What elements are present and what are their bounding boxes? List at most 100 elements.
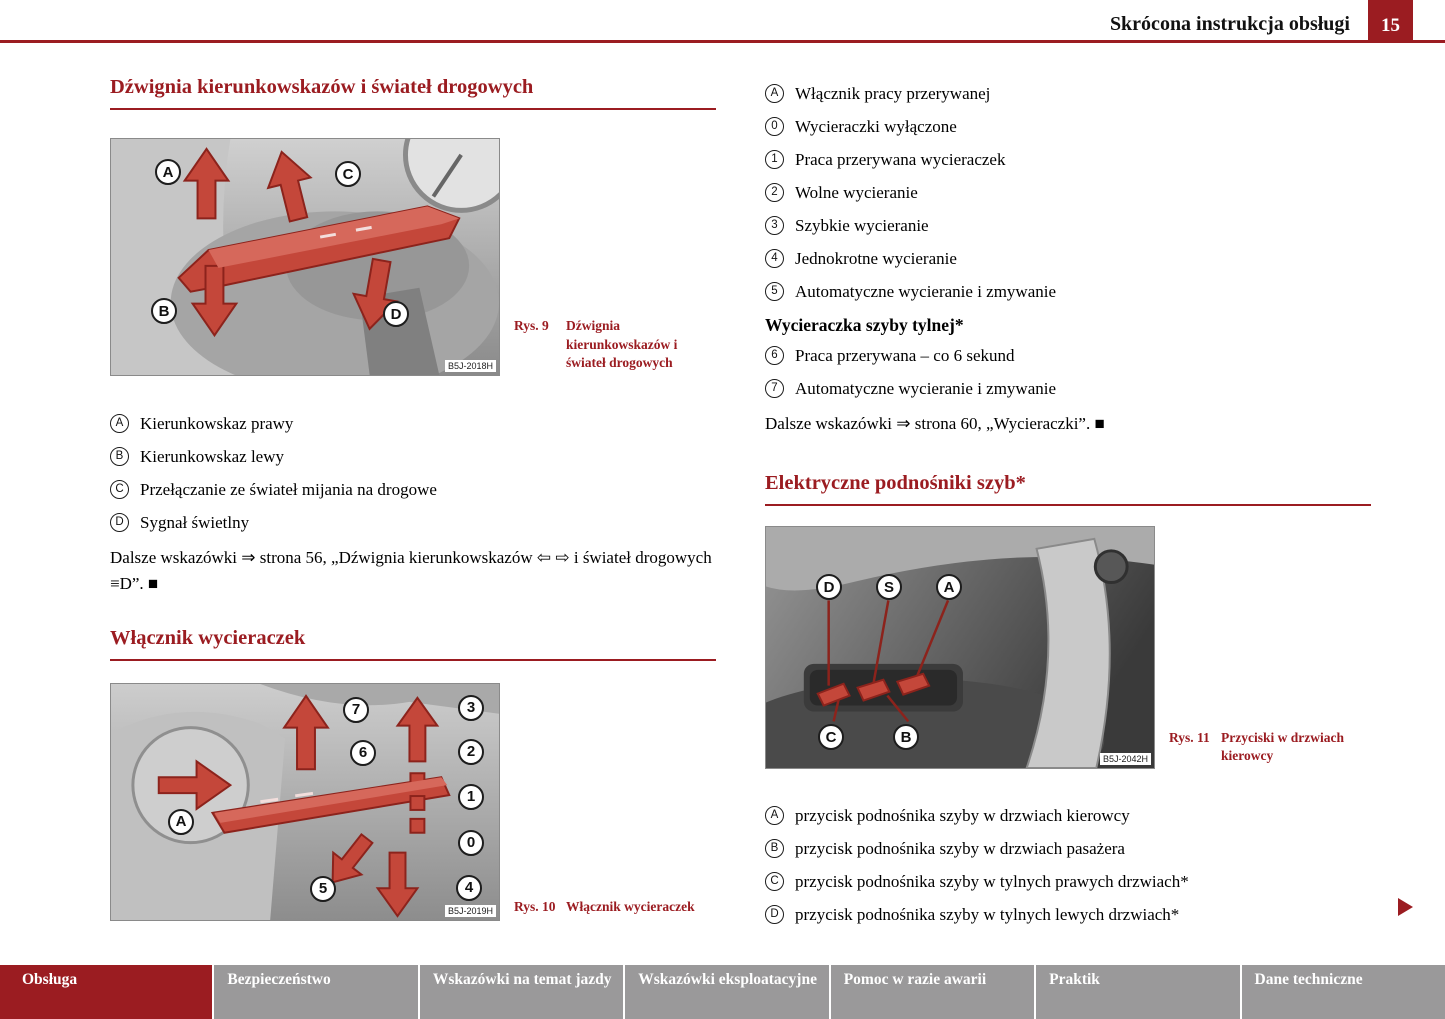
figure-10-image: 7 6 A 5 3 2 1 0 4 B5J-2019H	[110, 682, 500, 921]
key-marker: A	[765, 84, 784, 103]
figure-label-5: 5	[310, 875, 336, 902]
figure-10-caption: Rys. 10 Włącznik wycieraczek	[514, 898, 714, 916]
figure-11: D S A C B B5J-2042H Rys. 11 Przyciski w …	[765, 526, 1371, 770]
header-title: Skrócona instrukcja obsługi	[1109, 13, 1350, 35]
key-marker: 1	[765, 150, 784, 169]
footer-tab-obsluga: Obsługa	[0, 965, 213, 1019]
rear-wiper-heading: Wycieraczka szyby tylnej*	[765, 315, 964, 335]
key-text: Kierunkowskaz prawy	[140, 414, 294, 433]
next-page-arrow-icon	[1398, 898, 1413, 916]
left-column: Dźwignia kierunkowskazów i świateł drogo…	[110, 75, 716, 921]
list-item: B przycisk podnośnika szyby w drzwiach p…	[765, 838, 1371, 859]
figure-label-0: 0	[458, 829, 484, 856]
header-rule	[0, 40, 1445, 43]
figure-label-c: C	[818, 724, 844, 751]
cross-reference-note-wipers: Dalsze wskazówki ⇒ strona 60, „Wycieracz…	[765, 414, 1105, 433]
figure-label-b: B	[893, 724, 919, 751]
key-text: Szybkie wycieranie	[795, 216, 929, 235]
figure-label-c: C	[335, 161, 361, 187]
rear-wiper-list: 6 Praca przerywana – co 6 sekund 7 Autom…	[765, 345, 1371, 399]
figure-caption-text: Włącznik wycieraczek	[566, 899, 695, 915]
footer-tab-praktik: Praktik	[1036, 965, 1240, 1019]
list-item: A Włącznik pracy przerywanej	[765, 83, 1371, 104]
section-title-wiper-switch: Włącznik wycieraczek	[110, 626, 716, 661]
key-marker: C	[110, 480, 129, 499]
figure-label-2: 2	[458, 738, 484, 765]
list-item: D Sygnał świetlny	[110, 512, 716, 533]
footer-tab-dane-techniczne: Dane techniczne	[1241, 965, 1445, 1019]
figure-label-1: 1	[458, 783, 484, 810]
key-marker: 6	[765, 346, 784, 365]
cross-reference-note-turn-signal: Dalsze wskazówki ⇒ strona 56, „Dźwignia …	[110, 548, 712, 594]
footer-tab-bezpieczenstwo: Bezpieczeństwo	[214, 965, 418, 1019]
figure-label-d: D	[816, 574, 842, 601]
figure-11-caption: Rys. 11 Przyciski w drzwiach kierowcy	[1169, 729, 1369, 765]
key-marker: 5	[765, 282, 784, 301]
figure-label-d: D	[383, 301, 409, 327]
key-text: Przełączanie ze świateł mijania na drogo…	[140, 480, 437, 499]
key-marker: 0	[765, 117, 784, 136]
key-marker: 2	[765, 183, 784, 202]
figure-label-a: A	[155, 159, 181, 185]
figure-label-3: 3	[458, 694, 484, 721]
figure-11-image: D S A C B B5J-2042H	[765, 526, 1155, 770]
figure-caption-text: Przyciski w drzwiach kierowcy	[1221, 729, 1344, 764]
list-item: A Kierunkowskaz prawy	[110, 413, 716, 434]
figure-label-7: 7	[343, 696, 369, 723]
figure-code: B5J-2042H	[1099, 753, 1151, 766]
figure-9-image: A C B D B5J-2018H	[110, 138, 500, 376]
list-item: 4 Jednokrotne wycieranie	[765, 248, 1371, 269]
key-marker: D	[110, 513, 129, 532]
page-number-badge: 15	[1368, 0, 1413, 40]
figure-10: 7 6 A 5 3 2 1 0 4 B5J-2019H Rys. 10 Włąc…	[110, 682, 716, 921]
key-marker: B	[110, 447, 129, 466]
wiper-switch-illustration	[111, 683, 499, 920]
key-text: Automatyczne wycieranie i zmywanie	[795, 282, 1057, 301]
key-text: Wycieraczki wyłączone	[795, 117, 957, 136]
figure-label-s: S	[876, 574, 902, 601]
key-marker: D	[765, 905, 784, 925]
figure-label-a: A	[936, 574, 962, 601]
key-text: Sygnał świetlny	[140, 513, 250, 532]
figure-caption-label: Rys. 10	[514, 899, 556, 915]
figure-label-b: B	[151, 298, 177, 324]
figure-9-caption: Rys. 9 Dźwignia kierunkowskazów i świate…	[514, 317, 714, 372]
list-item: 1 Praca przerywana wycieraczek	[765, 149, 1371, 170]
window-buttons-list: A przycisk podnośnika szyby w drzwiach k…	[765, 805, 1371, 925]
key-text: Praca przerywana – co 6 sekund	[795, 346, 1015, 365]
list-item: 5 Automatyczne wycieranie i zmywanie	[765, 281, 1371, 302]
right-column: A Włącznik pracy przerywanej 0 Wycieracz…	[765, 75, 1371, 937]
list-item: D przycisk podnośnika szyby w tylnych le…	[765, 904, 1371, 925]
figure-caption-text: Dźwignia kierunkowskazów i świateł drogo…	[566, 318, 678, 370]
figure-code: B5J-2018H	[444, 360, 496, 372]
list-item: 3 Szybkie wycieranie	[765, 215, 1371, 236]
key-marker: B	[765, 839, 784, 859]
key-text: Jednokrotne wycieranie	[795, 249, 957, 268]
list-item: 7 Automatyczne wycieranie i zmywanie	[765, 378, 1371, 399]
list-item: 2 Wolne wycieranie	[765, 182, 1371, 203]
turn-signal-key-list: A Kierunkowskaz prawy B Kierunkowskaz le…	[110, 413, 716, 533]
list-item: C Przełączanie ze świateł mijania na dro…	[110, 479, 716, 500]
key-text: Wolne wycieranie	[795, 183, 918, 202]
list-item: A przycisk podnośnika szyby w drzwiach k…	[765, 805, 1371, 826]
footer-tab-wskazowki-na-temat-jazdy: Wskazówki na temat jazdy	[419, 965, 624, 1019]
list-item: C przycisk podnośnika szyby w tylnych pr…	[765, 871, 1371, 892]
key-text: Włącznik pracy przerywanej	[795, 84, 991, 103]
figure-caption-label: Rys. 11	[1169, 729, 1210, 745]
footer-tab-pomoc-w-razie-awarii: Pomoc w razie awarii	[830, 965, 1035, 1019]
key-text: przycisk podnośnika szyby w drzwiach pas…	[795, 839, 1125, 859]
figure-code: B5J-2019H	[444, 904, 496, 917]
key-text: przycisk podnośnika szyby w drzwiach kie…	[795, 806, 1130, 826]
figure-label-4: 4	[456, 874, 482, 901]
figure-label-a: A	[168, 808, 194, 835]
turn-signal-lever-illustration	[111, 139, 499, 375]
list-item: B Kierunkowskaz lewy	[110, 446, 716, 467]
key-marker: A	[110, 414, 129, 433]
figure-caption-label: Rys. 9	[514, 318, 549, 334]
key-text: Praca przerywana wycieraczek	[795, 150, 1006, 169]
key-marker: 7	[765, 379, 784, 398]
key-text: przycisk podnośnika szyby w tylnych praw…	[795, 872, 1189, 892]
key-marker: 4	[765, 249, 784, 268]
door-window-buttons-illustration	[766, 527, 1154, 769]
